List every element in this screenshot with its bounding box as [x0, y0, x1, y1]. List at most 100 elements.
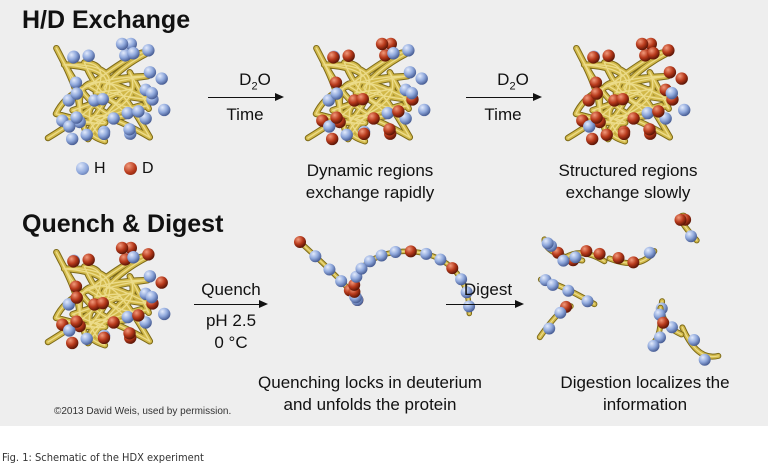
deuterium-atom — [446, 262, 459, 275]
hydrogen-atom — [158, 103, 171, 117]
deuterium-atom — [662, 44, 675, 57]
hydrogen-atom — [554, 306, 567, 319]
deuterium-atom — [589, 76, 603, 89]
hydrogen-atom — [562, 284, 575, 297]
arrow-3-label-temp: 0 °C — [214, 333, 248, 352]
deuterium-atom — [132, 309, 145, 322]
hydrogen-atom — [654, 331, 667, 344]
hydrogen-atom — [155, 72, 168, 85]
hydrogen-atom — [80, 332, 93, 345]
hydrogen-atom — [143, 270, 157, 283]
deuterium-atom — [357, 127, 371, 141]
arrow-1-label-bottom: Time — [226, 105, 264, 124]
hydrogen-atom — [323, 263, 336, 276]
hydrogen-atom — [557, 254, 570, 267]
deuterium-atom — [356, 92, 369, 106]
deuterium-atom — [367, 112, 380, 125]
deuterium-atom — [70, 315, 83, 328]
deuterium-atom — [675, 72, 688, 85]
deuterium-atom — [375, 37, 389, 51]
hydrogen-atom — [546, 278, 559, 291]
hydrogen-atom — [647, 339, 660, 352]
legend: H D — [76, 160, 154, 178]
deuterium-atom — [580, 245, 593, 258]
deuterium-atom — [600, 128, 613, 141]
protein-quench-input — [44, 241, 171, 350]
legend-h-label: H — [94, 160, 106, 177]
hydrogen-atom — [121, 310, 134, 324]
hydrogen-atom — [363, 255, 376, 268]
arrow-3 — [194, 300, 268, 308]
arrow-1-label-top: D2O — [239, 70, 271, 93]
hydrogen-atom — [340, 128, 353, 141]
hydrogen-atom — [330, 87, 343, 100]
hydrogen-atom — [455, 273, 468, 286]
hydrogen-atom — [82, 49, 95, 62]
hydrogen-atom — [688, 334, 701, 347]
deuterium-atom — [627, 256, 640, 269]
hydrogen-atom — [335, 275, 348, 288]
hydrogen-atom — [143, 66, 157, 79]
deuterium-atom — [657, 316, 670, 329]
protein-peptides — [536, 212, 722, 366]
hydrogen-atom — [127, 251, 140, 264]
arrow-4 — [446, 300, 524, 308]
hydrogen-atom — [569, 251, 582, 264]
hydrogen-atom — [65, 132, 79, 146]
deuterium-atom — [652, 105, 665, 118]
protein-folded-partial — [304, 37, 431, 146]
arrow-4-label-digest: Digest — [463, 280, 513, 299]
hydrogen-atom — [698, 353, 711, 366]
hydrogen-atom — [678, 103, 691, 117]
protein-unfolded — [294, 236, 476, 317]
hydrogen-atom — [132, 105, 145, 118]
deuterium-atom — [384, 37, 398, 51]
hydrogen-atom — [381, 106, 394, 120]
deuterium-atom — [325, 132, 339, 146]
hydrogen-atom — [418, 103, 431, 117]
deuterium-atom — [383, 123, 396, 136]
arrow-3-label-quench: Quench — [201, 280, 261, 299]
deuterium-atom — [590, 111, 603, 124]
hydrogen-atom — [121, 106, 134, 120]
legend-d-label: D — [142, 160, 154, 177]
deuterium-atom — [590, 87, 603, 100]
hydrogen-atom — [541, 237, 554, 250]
section-title-exchange: H/D Exchange — [22, 6, 191, 34]
hydrogen-atom — [158, 307, 171, 321]
deuterium-atom — [107, 316, 120, 329]
arrow-1 — [208, 93, 284, 101]
deuterium-atom — [616, 92, 629, 106]
deuterium-atom — [327, 51, 340, 64]
hydrogen-atom — [70, 87, 83, 100]
hydrogen-atom — [402, 44, 415, 57]
arrow-2 — [466, 93, 542, 101]
hydrogen-atom — [463, 300, 476, 313]
deuterium-atom — [647, 47, 660, 60]
hydrogen-atom — [323, 120, 336, 133]
deuterium-atom — [294, 236, 306, 248]
deuterium-atom — [342, 49, 355, 62]
hydrogen-atom — [80, 128, 93, 141]
hydrogen-atom — [309, 250, 322, 263]
deuterium-atom — [330, 111, 343, 124]
hydrogen-atom — [415, 72, 428, 85]
deuterium-atom — [82, 253, 95, 266]
deuterium-atom — [404, 245, 417, 258]
protein-folded-mostly-d — [564, 37, 691, 146]
deuterium-atom — [627, 112, 640, 125]
hydrogen-atom — [685, 230, 698, 243]
hydrogen-atom — [434, 253, 447, 266]
deuterium-atom — [593, 247, 606, 260]
hydrogen-atom — [581, 295, 594, 308]
deuterium-atom — [115, 241, 129, 255]
deuterium-atom — [67, 255, 80, 268]
deuterium-atom — [329, 76, 343, 89]
hydrogen-atom — [145, 86, 158, 100]
hydrogen-atom — [67, 51, 80, 64]
hydrogen-atom — [127, 47, 140, 60]
arrow-3-label-ph: pH 2.5 — [205, 311, 257, 330]
